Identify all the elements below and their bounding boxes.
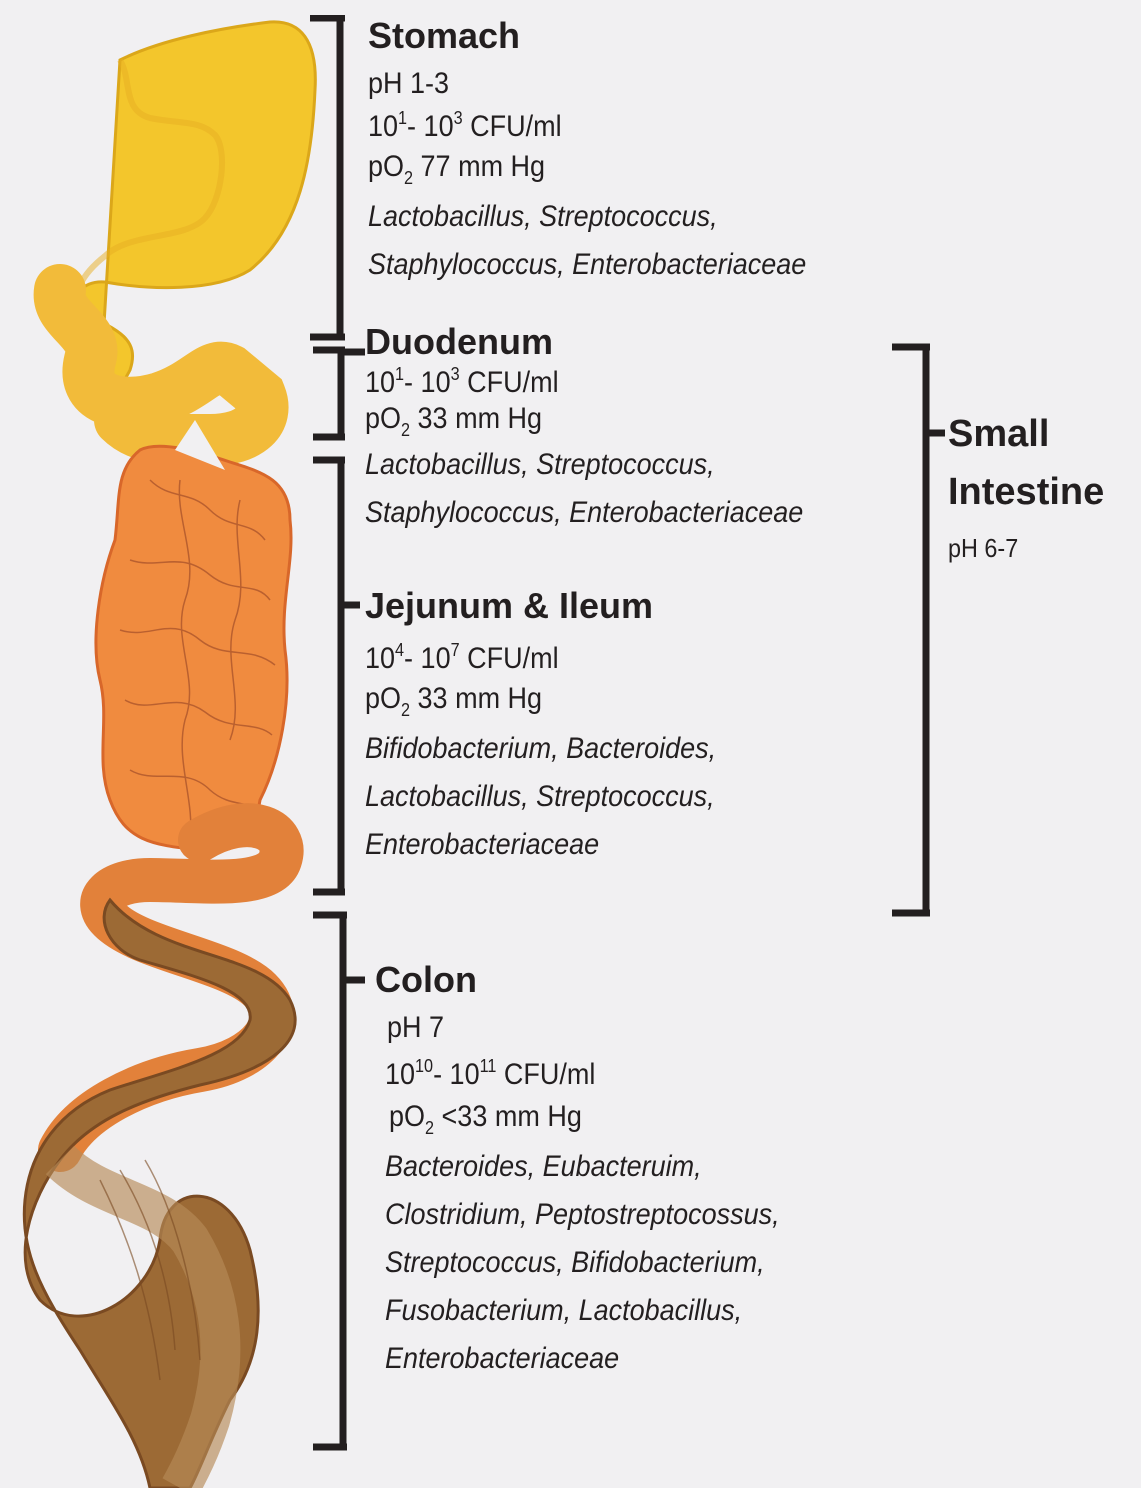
stomach-ph: pH 1-3 bbox=[368, 66, 806, 102]
jejunum-ileum-taxa-line: Bifidobacterium, Bacteroides, bbox=[365, 725, 716, 773]
stomach-taxa-line: Lactobacillus, Streptococcus, bbox=[368, 193, 806, 241]
digestive-tract-illustration bbox=[0, 0, 340, 1488]
small-intestine-section: Small Intestine pH 6-7 bbox=[948, 405, 1104, 564]
stomach-cfu: 101- 103 CFU/ml bbox=[368, 108, 806, 145]
jejunum-ileum-title: Jejunum & Ileum bbox=[365, 586, 755, 626]
stomach-title: Stomach bbox=[368, 16, 855, 56]
pylorus-shape bbox=[60, 290, 263, 440]
jejunum-ileum-cfu: 104- 107 CFU/ml bbox=[365, 640, 716, 677]
duodenum-section: Duodenum 101- 103 CFU/ml pO2 33 mm Hg La… bbox=[365, 322, 852, 537]
colon-taxa-line: Clostridium, Peptostreptocossus, bbox=[385, 1191, 780, 1239]
colon-ph: pH 7 bbox=[387, 1010, 780, 1046]
colon-bracket bbox=[305, 910, 375, 1455]
colon-taxa-line: Streptococcus, Bifidobacterium, bbox=[385, 1239, 780, 1287]
stomach-section: Stomach pH 1-3 101- 103 CFU/ml pO2 77 mm… bbox=[368, 16, 855, 289]
colon-taxa-line: Enterobacteriaceae bbox=[385, 1335, 780, 1383]
duodenum-title: Duodenum bbox=[365, 322, 852, 362]
jejunum-ileum-taxa-line: Enterobacteriaceae bbox=[365, 821, 716, 869]
stomach-taxa-line: Staphylococcus, Enterobacteriaceae bbox=[368, 241, 806, 289]
duodenum-cfu: 101- 103 CFU/ml bbox=[365, 364, 803, 401]
stomach-bracket bbox=[300, 15, 370, 345]
small-intestine-bracket bbox=[890, 340, 950, 925]
colon-po2: pO2 <33 mm Hg bbox=[389, 1099, 780, 1140]
jejunum-ileum-section: Jejunum & Ileum 104- 107 CFU/ml pO2 33 m… bbox=[365, 586, 755, 869]
jejunum-ileum-taxa-line: Lactobacillus, Streptococcus, bbox=[365, 773, 716, 821]
jejunum-ileum-po2: pO2 33 mm Hg bbox=[365, 681, 716, 722]
duodenum-po2: pO2 33 mm Hg bbox=[365, 401, 803, 442]
colon-cfu: 1010- 1011 CFU/ml bbox=[385, 1056, 780, 1093]
colon-taxa-line: Fusobacterium, Lactobacillus, bbox=[385, 1287, 780, 1335]
colon-title: Colon bbox=[375, 960, 824, 1000]
duodenum-taxa-line: Lactobacillus, Streptococcus, bbox=[365, 441, 803, 489]
small-intestine-ph: pH 6-7 bbox=[948, 533, 1089, 564]
colon-taxa-line: Bacteroides, Eubacteruim, bbox=[385, 1143, 780, 1191]
colon-section: Colon pH 7 1010- 1011 CFU/ml pO2 <33 mm … bbox=[375, 960, 824, 1383]
small-intestine-shape bbox=[96, 446, 291, 850]
small-intestine-title-line: Small bbox=[948, 405, 1104, 463]
stomach-po2: pO2 77 mm Hg bbox=[368, 149, 806, 190]
duodenum-taxa-line: Staphylococcus, Enterobacteriaceae bbox=[365, 489, 803, 537]
small-intestine-title-line: Intestine bbox=[948, 463, 1104, 521]
